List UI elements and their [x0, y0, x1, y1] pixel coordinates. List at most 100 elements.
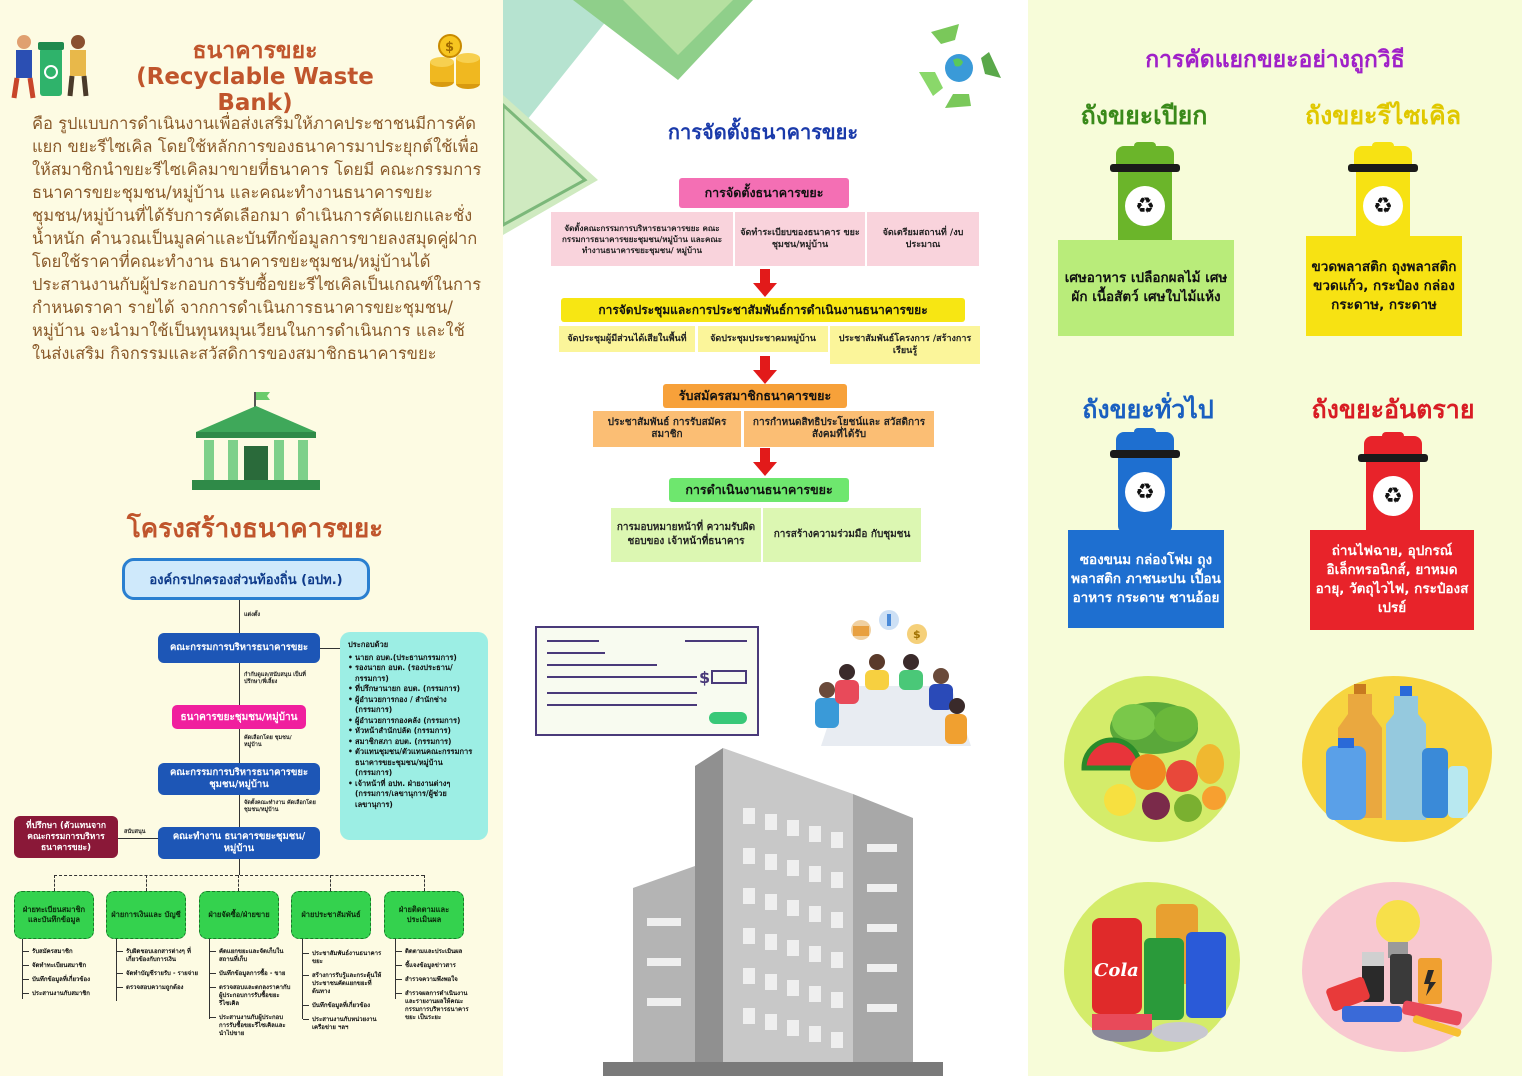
committee-box: คณะกรรมการบริหารธนาคารขยะ	[158, 633, 320, 663]
member-item: ผู้อำนวยการกองคลัง (กรรมการ)	[348, 716, 480, 727]
department-box: ฝ่ายติดตามและ ประเมินผล	[384, 891, 464, 939]
sign-pill	[709, 712, 747, 724]
bin-general-label: ถังขยะทั่วไป	[1082, 395, 1214, 424]
building-illustration	[603, 748, 943, 1076]
connector	[22, 939, 23, 999]
bin-wet-label: ถังขยะเปียก	[1080, 101, 1208, 130]
hazard-bin-icon: ♻	[1358, 432, 1428, 536]
connector	[238, 875, 239, 891]
connector	[239, 663, 240, 705]
passbook-line	[547, 676, 697, 678]
cola-label: Cola	[1094, 960, 1139, 981]
note-appoint: แต่งตั้ง	[244, 612, 261, 618]
task-item: ประสานงานกับผู้ประกอบการรับซื้อขยะรีไซเค…	[210, 1014, 293, 1038]
dollar-sign: $	[699, 668, 711, 687]
department-tasks: ติดตามและประเมินผล ชี้แจงข้อมูลข่าวสาร ส…	[396, 948, 475, 1028]
member-item: ตัวแทนชุมชน/ตัวแทนคณะกรรมการธนาคารขยะชุม…	[348, 747, 480, 779]
task-item: สร้างการรับรู้และกระตุ้นให้ประชาชนคัดแยก…	[303, 972, 388, 996]
bin-wet-desc: เศษอาหาร เปลือกผลไม้ เศษผัก เนื้อสัตว์ เ…	[1058, 240, 1234, 336]
bin-lid	[1116, 432, 1174, 450]
department-tasks: รับผิดชอบเอกสารต่างๆ ที่เกี่ยวข้องกับการ…	[117, 948, 202, 998]
step4-cell: การสร้างความร่วมมือ กับชุมชน	[763, 508, 921, 562]
bin-hazard-label: ถังขยะอันตราย	[1311, 395, 1475, 424]
bin-lid	[1354, 146, 1412, 164]
bin-rim	[1348, 164, 1418, 172]
step3-cell: ประชาสัมพันธ์ การรับสมัครสมาชิก	[593, 411, 741, 447]
svg-text:$: $	[913, 628, 921, 641]
title-line-2: (Recyclable Waste Bank)	[136, 64, 374, 116]
note-team: จัดตั้งคณะทำงาน คัดเลือกโดยชุมชน/หมู่บ้า…	[244, 800, 316, 813]
task-item: บันทึกข้อมูลที่เกี่ยวข้อง	[303, 1002, 388, 1010]
task-item: ตรวจสอบและตกลงราคากับผู้ประกอบการรับซื้อ…	[210, 984, 293, 1008]
structure-title: โครงสร้างธนาคารขยะ	[126, 514, 384, 544]
task-item: จัดทำบัญชีรายรับ - รายจ่าย	[117, 970, 202, 978]
task-item: รับสมัครสมาชิก	[23, 948, 98, 956]
community-bank-box: ธนาคารขยะชุมชน/หมู่บ้าน	[172, 705, 306, 729]
task-item: สำรวจผลการดำเนินงานและรายงานผลให้คณะกรรม…	[396, 990, 475, 1022]
cans-drawing: Cola	[1092, 904, 1226, 1042]
bottles-drawing	[1326, 684, 1468, 820]
connector	[395, 939, 396, 999]
bin-recycle-desc: ขวดพลาสติก ถุงพลาสติก ขวดแก้ว, กระป๋อง ก…	[1306, 236, 1462, 336]
note-support: สนับสนุน	[124, 829, 146, 835]
meeting-illustration: $	[815, 610, 971, 746]
community-committee-box: คณะกรรมการบริหารธนาคารขยะ ชุมชน/หมู่บ้าน	[158, 763, 320, 795]
step4-title: การดำเนินงานธนาคารขยะ	[669, 478, 849, 502]
general-bin-icon: ♻	[1110, 428, 1180, 532]
connector	[146, 875, 147, 891]
org-local-government: องค์กรปกครองส่วนท้องถิ่น (อปท.)	[122, 558, 370, 600]
connector	[320, 648, 340, 649]
step2-cell: จัดประชุมประชาคมหมู่บ้าน	[698, 326, 828, 352]
title-line-1: ธนาคารขยะ	[192, 38, 318, 64]
cans-image: Cola	[1064, 882, 1240, 1052]
connector	[54, 875, 424, 876]
step1-cell: จัดเตรียมสถานที่ /งบประมาณ	[867, 212, 979, 266]
connector	[239, 600, 240, 634]
connector	[239, 795, 240, 827]
connector	[424, 875, 425, 891]
working-team-box: คณะทำงาน ธนาคารขยะชุมชน/หมู่บ้าน	[158, 827, 320, 859]
task-item: รับผิดชอบเอกสารต่างๆ ที่เกี่ยวข้องกับการ…	[117, 948, 202, 964]
panel-bank-setup: การจัดตั้งธนาคารขยะ การจัดตั้งธนาคารขยะ …	[503, 0, 1028, 1076]
bin-lid	[1116, 146, 1174, 164]
department-box: ฝ่ายทะเบียนสมาชิก และบันทึกข้อมูล	[14, 891, 94, 939]
bin-rim	[1110, 450, 1180, 458]
task-item: บันทึกข้อมูลที่เกี่ยวข้อง	[23, 976, 98, 984]
task-item: ประสานงานกับสมาชิก	[23, 990, 98, 998]
department-box: ฝ่ายประชาสัมพันธ์	[291, 891, 371, 939]
department-tasks: ประชาสัมพันธ์งานธนาคารขยะ สร้างการรับรู้…	[303, 950, 388, 1038]
coins-icon: $	[430, 34, 480, 89]
connector	[54, 875, 55, 891]
task-item: ติดตามและประเมินผล	[396, 948, 475, 956]
department-tasks: รับสมัครสมาชิก จัดทำทะเบียนสมาชิก บันทึก…	[23, 948, 98, 1004]
step2-cell: ประชาสัมพันธ์โครงการ /สร้างการเรียนรู้	[830, 326, 980, 364]
passbook-line	[685, 640, 747, 642]
recycle-bin-icon: ♻	[1348, 142, 1418, 246]
note-select: คัดเลือกโดย ชุมชน/หมู่บ้าน	[244, 735, 292, 748]
bottles-image	[1302, 676, 1492, 842]
passbook-line	[547, 692, 697, 694]
member-item: สมาชิกสภา อบต. (กรรมการ)	[348, 737, 480, 748]
step2-title: การจัดประชุมและการประชาสัมพันธ์การดำเนิน…	[561, 298, 965, 322]
task-item: ประสานงานกับหน่วยงานเครือข่าย ฯลฯ	[303, 1016, 388, 1032]
step3-title: รับสมัครสมาชิกธนาคารขยะ	[663, 384, 847, 408]
step1-cell: จัดทำระเบียบของธนาคาร ขยะชุมชน/หมู่บ้าน	[735, 212, 865, 266]
connector	[239, 729, 240, 763]
bin-recycle-label: ถังขยะรีไซเคิล	[1304, 101, 1462, 130]
task-item: ประชาสัมพันธ์งานธนาคารขยะ	[303, 950, 388, 966]
bin-rim	[1110, 164, 1180, 172]
task-item: บันทึกข้อมูลการซื้อ - ขาย	[210, 970, 293, 978]
people-recycling-icon	[11, 35, 89, 99]
task-item: คัดแยกขยะและจัดเก็บในสถานที่เก็บ	[210, 948, 293, 964]
panel-waste-sorting: การคัดแยกขยะอย่างถูกวิธี ถังขยะเปียก ♻ เ…	[1028, 0, 1522, 1076]
step2-cell: จัดประชุมผู้มีส่วนได้เสียในพื้นที่	[559, 326, 695, 352]
members-list: นายก อบต.(ประธานกรรมการ) รองนายก อบต. (ร…	[348, 653, 480, 811]
decorative-shapes	[503, 0, 753, 235]
task-item: ชี้แจงข้อมูลข่าวสาร	[396, 962, 475, 970]
connector	[302, 939, 303, 1019]
step1-title: การจัดตั้งธนาคารขยะ	[679, 178, 849, 208]
member-item: ผู้อำนวยการกอง / สำนักช่าง (กรรมการ)	[348, 695, 480, 716]
member-item: นายก อบต.(ประธานกรรมการ)	[348, 653, 480, 664]
arrow-down-icon	[753, 356, 777, 384]
